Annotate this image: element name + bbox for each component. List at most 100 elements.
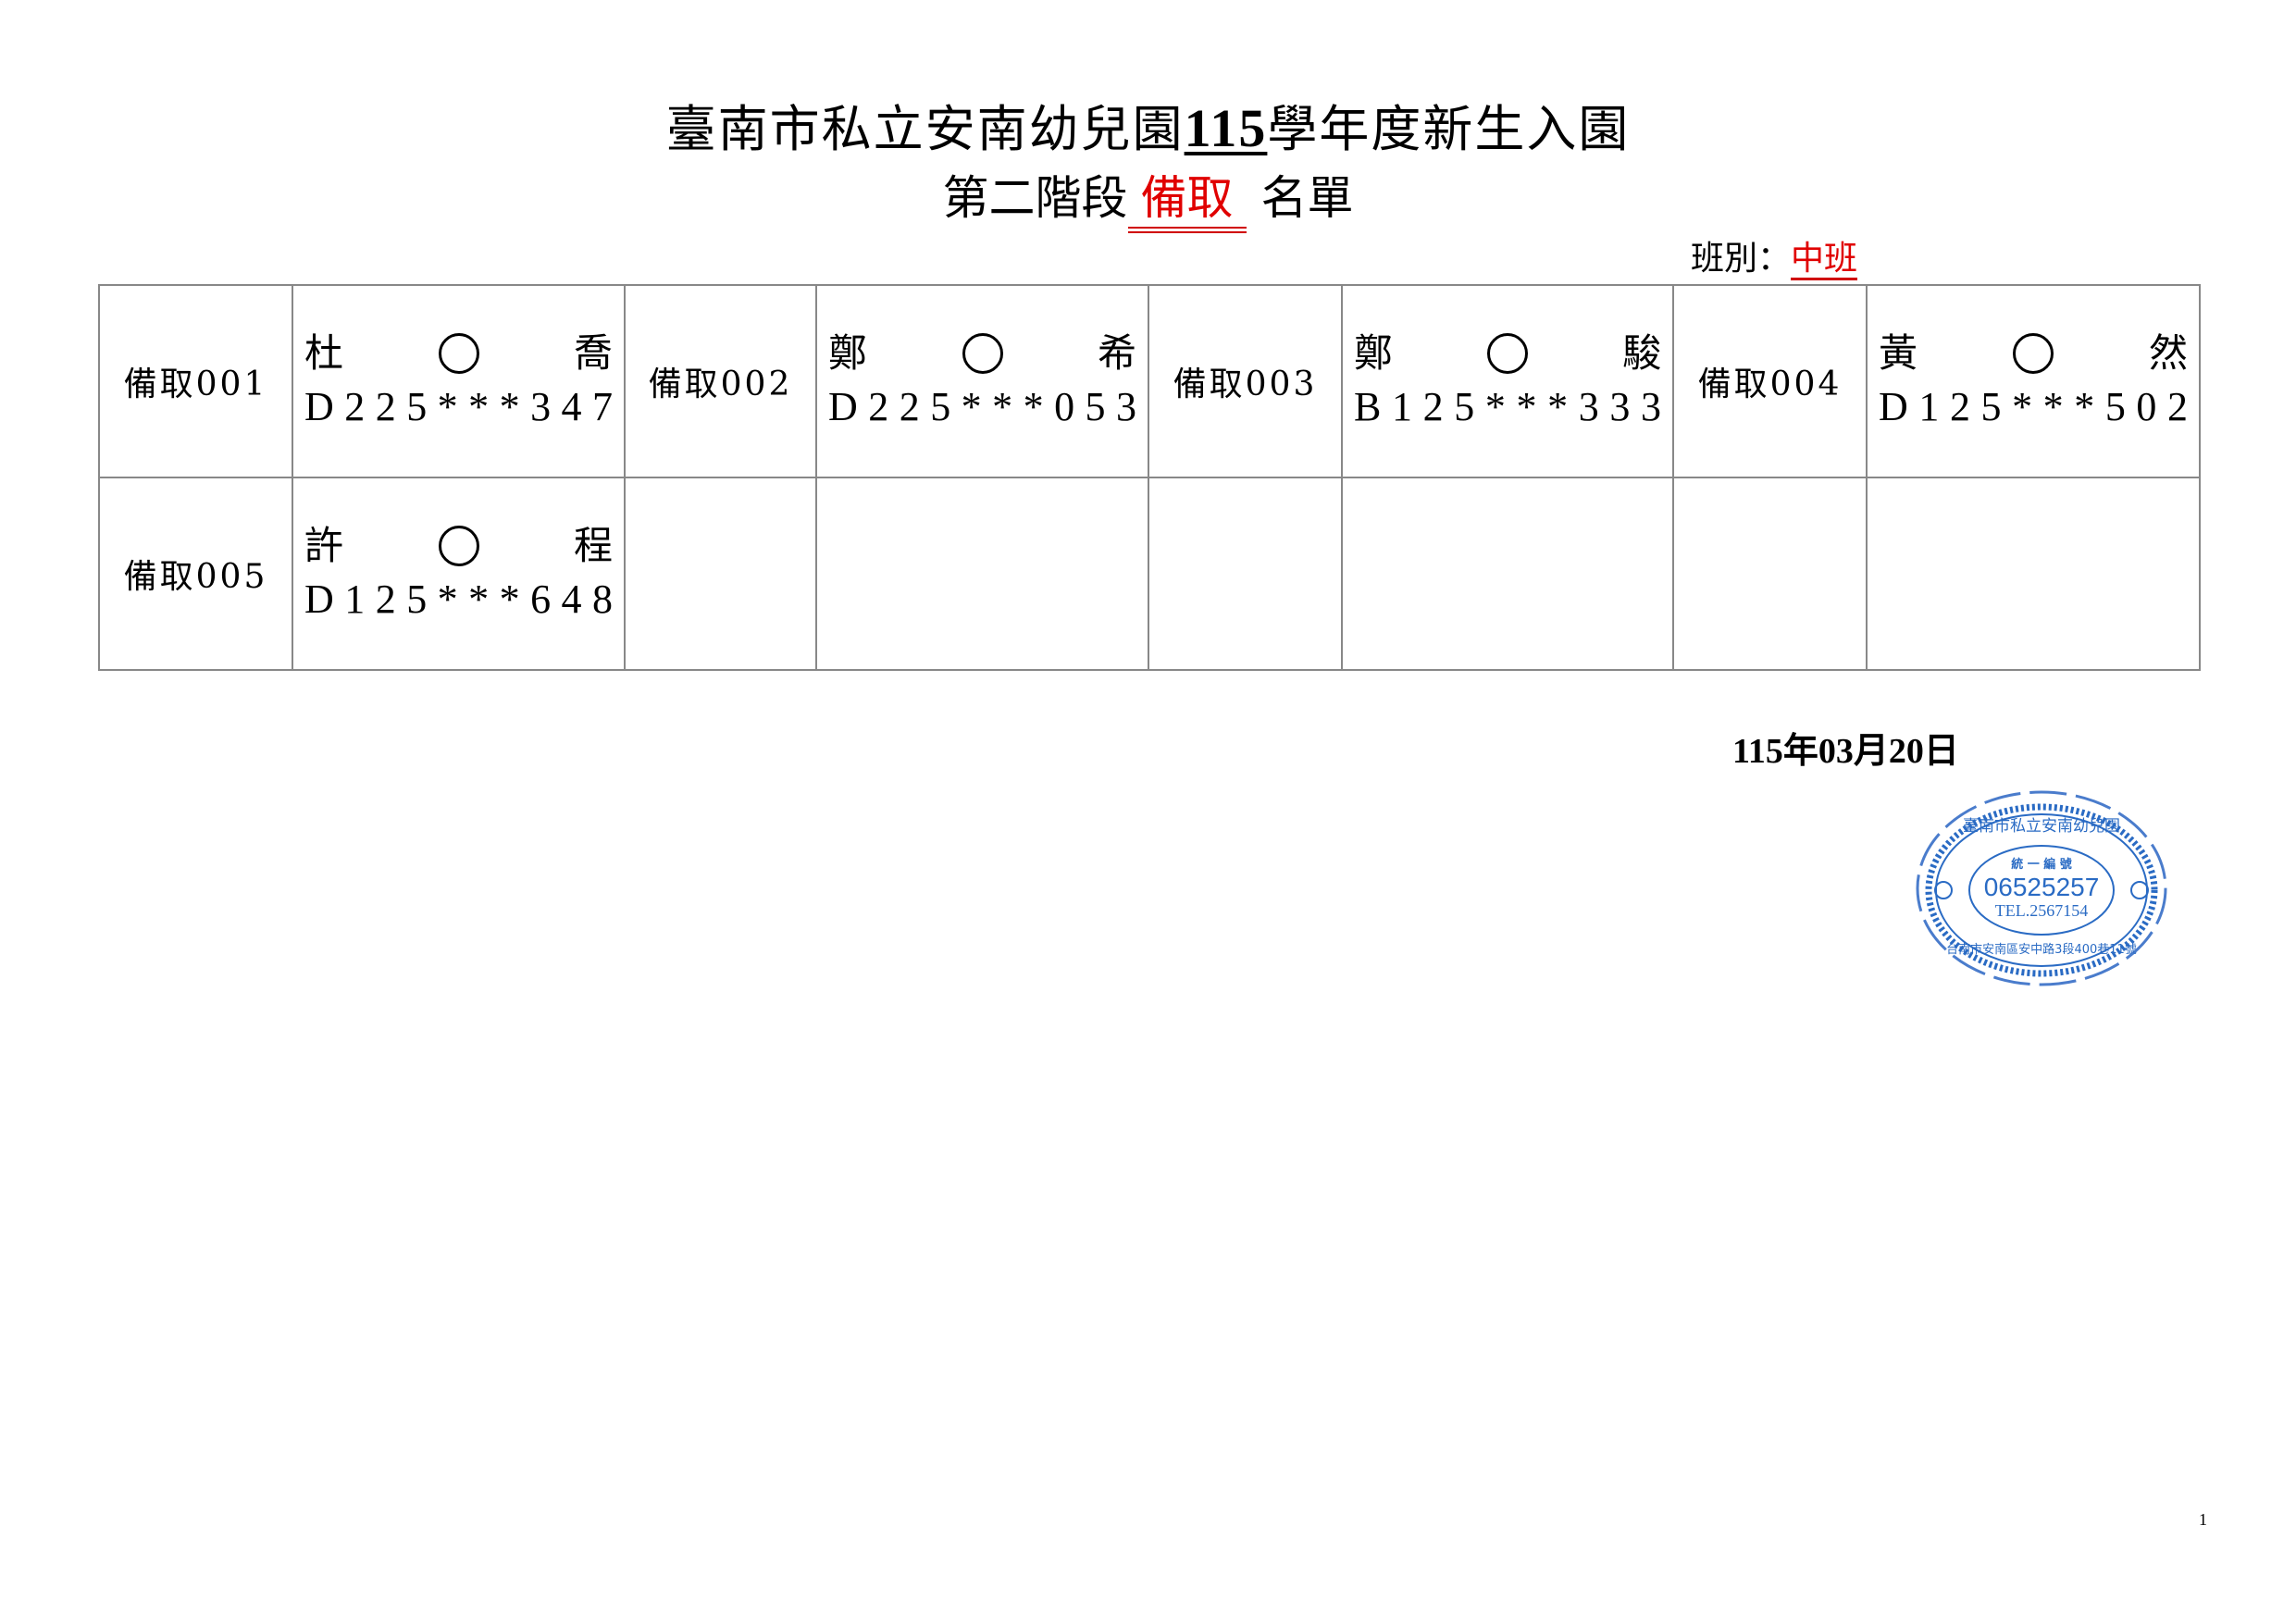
id-char: * bbox=[2012, 384, 2033, 429]
page-number: 1 bbox=[2199, 1510, 2207, 1529]
id-char: 0 bbox=[1054, 384, 1075, 429]
class-info: 班別：中班 bbox=[1691, 236, 1858, 282]
masked-name-circle bbox=[962, 333, 1003, 374]
id-char: 1 bbox=[344, 576, 366, 622]
name-char: 喬 bbox=[573, 330, 613, 376]
id-char: 1 bbox=[1918, 384, 1940, 429]
entry-label-cell bbox=[1672, 477, 1868, 671]
id-char: * bbox=[499, 576, 520, 622]
id-char: 3 bbox=[530, 384, 552, 429]
school-seal-stamp: 臺南市私立安南幼兒園 統 一 編 號 06525257 TEL.2567154 … bbox=[1916, 790, 2167, 986]
id-char: 2 bbox=[1949, 384, 1970, 429]
entry-person-cell bbox=[815, 477, 1149, 671]
entry-label-cell: 備取005 bbox=[98, 477, 293, 671]
id-char: D bbox=[828, 384, 858, 429]
id-char: 2 bbox=[899, 384, 920, 429]
svg-text:06525257: 06525257 bbox=[1984, 873, 2100, 901]
id-char: * bbox=[468, 384, 490, 429]
name-char: 駿 bbox=[1621, 330, 1661, 376]
name-char: 然 bbox=[2148, 330, 2188, 376]
class-value: 中班 bbox=[1791, 240, 1858, 280]
id-char: 5 bbox=[1454, 384, 1475, 429]
masked-name-circle bbox=[1487, 333, 1528, 374]
id-char: 6 bbox=[530, 576, 552, 622]
id-char: * bbox=[1516, 384, 1537, 429]
id-char: D bbox=[1879, 384, 1908, 429]
entry-label-cell bbox=[624, 477, 817, 671]
entry-person-cell bbox=[1341, 477, 1674, 671]
student-name: 鄭希 bbox=[828, 328, 1136, 379]
name-char: 鄭 bbox=[1354, 330, 1394, 376]
name-char: 許 bbox=[304, 523, 344, 568]
document-date: 115年03月20日 bbox=[1732, 732, 1959, 771]
entry-person-cell bbox=[1866, 477, 2201, 671]
id-char: 4 bbox=[561, 576, 582, 622]
document-subtitle: 第二階段備取 名單 bbox=[0, 167, 2296, 233]
id-char: * bbox=[1484, 384, 1506, 429]
id-char: 5 bbox=[1980, 384, 2002, 429]
svg-text:TEL.2567154: TEL.2567154 bbox=[1995, 901, 2089, 920]
student-name: 黃然 bbox=[1879, 328, 2188, 379]
id-char: * bbox=[1023, 384, 1044, 429]
title-suffix: 學年度新生入園 bbox=[1267, 100, 1631, 158]
masked-name-circle bbox=[438, 526, 479, 566]
name-char: 杜 bbox=[304, 330, 344, 376]
student-name: 許程 bbox=[304, 520, 613, 572]
masked-name-circle bbox=[438, 333, 479, 374]
id-char: 2 bbox=[375, 576, 396, 622]
subtitle-prefix: 第二階段 bbox=[942, 171, 1128, 225]
svg-text:臺南市私立安南幼兒園: 臺南市私立安南幼兒園 bbox=[1963, 817, 2120, 836]
id-char: 2 bbox=[344, 384, 366, 429]
document-title: 臺南市私立安南幼兒園115學年度新生入園 bbox=[0, 97, 2296, 161]
id-char: * bbox=[961, 384, 982, 429]
name-char: 鄭 bbox=[828, 330, 868, 376]
id-char: * bbox=[437, 384, 458, 429]
id-char: 2 bbox=[1422, 384, 1444, 429]
id-char: * bbox=[1547, 384, 1569, 429]
id-char: * bbox=[2042, 384, 2064, 429]
id-char: 5 bbox=[1085, 384, 1106, 429]
id-char: 3 bbox=[1609, 384, 1631, 429]
student-name: 鄭駿 bbox=[1354, 328, 1661, 379]
id-char: 8 bbox=[592, 576, 613, 622]
id-char: D bbox=[304, 576, 334, 622]
entry-label-cell: 備取004 bbox=[1672, 284, 1868, 478]
id-char: 5 bbox=[2104, 384, 2126, 429]
id-char: 7 bbox=[592, 384, 613, 429]
id-char: 3 bbox=[1116, 384, 1136, 429]
entry-label-cell bbox=[1148, 477, 1343, 671]
id-char: * bbox=[468, 576, 490, 622]
id-char: * bbox=[2074, 384, 2095, 429]
masked-name-circle bbox=[2013, 333, 2054, 374]
subtitle-suffix: 名單 bbox=[1260, 171, 1354, 225]
id-char: D bbox=[304, 384, 334, 429]
id-char: 5 bbox=[406, 576, 428, 622]
id-char: 3 bbox=[1578, 384, 1599, 429]
id-char: 4 bbox=[561, 384, 582, 429]
id-char: 2 bbox=[2166, 384, 2188, 429]
id-char: 2 bbox=[375, 384, 396, 429]
class-label: 班別： bbox=[1691, 240, 1792, 278]
title-year: 115 bbox=[1184, 98, 1268, 158]
svg-text:統 一 編 號: 統 一 編 號 bbox=[2011, 857, 2072, 872]
name-char: 程 bbox=[573, 523, 613, 568]
name-char: 希 bbox=[1097, 330, 1136, 376]
id-char: B bbox=[1354, 384, 1382, 429]
id-char: 5 bbox=[406, 384, 428, 429]
id-char: 3 bbox=[1640, 384, 1661, 429]
entry-label-cell: 備取002 bbox=[624, 284, 817, 478]
id-char: * bbox=[992, 384, 1013, 429]
entry-label-cell: 備取003 bbox=[1148, 284, 1343, 478]
entry-label-cell: 備取001 bbox=[98, 284, 293, 478]
